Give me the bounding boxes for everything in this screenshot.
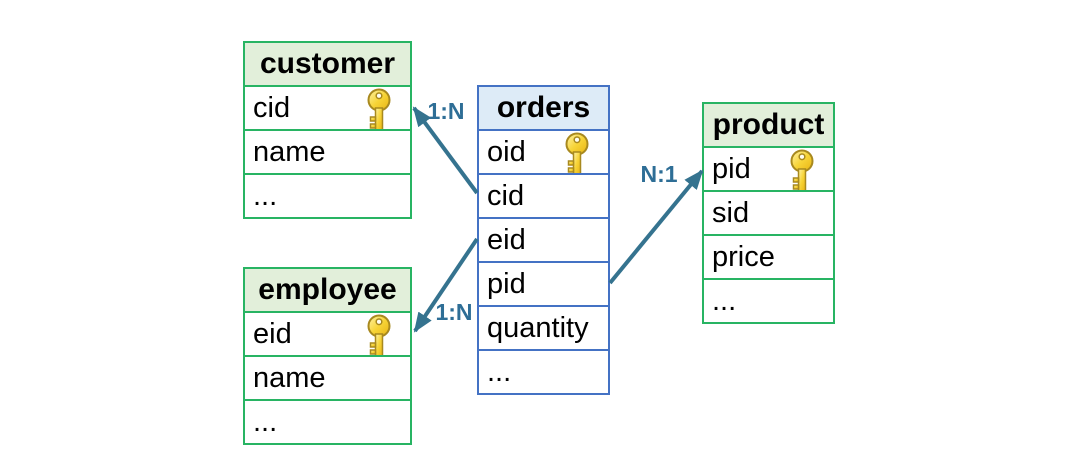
table-title: customer xyxy=(259,47,396,80)
field-name: pid xyxy=(487,267,526,300)
field-name: cid xyxy=(487,179,525,212)
field-row-orders-pid: pid xyxy=(477,261,610,307)
field-name: sid xyxy=(712,196,750,229)
field-name: eid xyxy=(253,317,292,350)
field-row-customer-cid: cid xyxy=(243,85,412,131)
field-row-orders-oid: oid xyxy=(477,129,610,175)
key-icon xyxy=(790,149,814,192)
field-name: ... xyxy=(253,405,278,438)
field-row-orders-eid: eid xyxy=(477,217,610,263)
field-name: name xyxy=(253,361,326,394)
key-icon xyxy=(565,132,589,175)
field-row-product-pid: pid xyxy=(702,146,835,192)
field-name: oid xyxy=(487,135,526,168)
table-customer: customer cid name ... xyxy=(243,41,412,219)
field-name: pid xyxy=(712,152,751,185)
table-customer-header: customer xyxy=(243,41,412,87)
field-name: ... xyxy=(253,179,278,212)
field-row-employee-more: ... xyxy=(243,399,412,445)
field-row-orders-more: ... xyxy=(477,349,610,395)
field-row-orders-quantity: quantity xyxy=(477,305,610,351)
field-row-orders-cid: cid xyxy=(477,173,610,219)
relationship-label-product: N:1 xyxy=(640,161,678,187)
field-name: name xyxy=(253,135,326,168)
field-name: ... xyxy=(712,284,737,317)
table-employee-header: employee xyxy=(243,267,412,313)
field-row-product-more: ... xyxy=(702,278,835,324)
table-product-header: product xyxy=(702,102,835,148)
field-name: eid xyxy=(487,223,526,256)
relationship-label-customer: 1:N xyxy=(427,98,465,124)
field-row-customer-more: ... xyxy=(243,173,412,219)
relationship-label-employee: 1:N xyxy=(435,299,473,325)
key-icon xyxy=(367,88,391,131)
key-icon xyxy=(367,314,391,357)
table-employee: employee eid name ... xyxy=(243,267,412,445)
table-title: orders xyxy=(496,91,591,124)
field-row-product-price: price xyxy=(702,234,835,280)
table-product: product pid sid price ... xyxy=(702,102,835,324)
table-title: employee xyxy=(258,273,397,306)
table-title: product xyxy=(712,108,825,141)
field-name: ... xyxy=(487,355,512,388)
field-name: price xyxy=(712,240,775,273)
field-row-employee-eid: eid xyxy=(243,311,412,357)
field-row-customer-name: name xyxy=(243,129,412,175)
field-name: cid xyxy=(253,91,291,124)
table-orders: orders oid cid eid pid quantity ... xyxy=(477,85,610,395)
field-name: quantity xyxy=(487,311,589,344)
field-row-product-sid: sid xyxy=(702,190,835,236)
table-orders-header: orders xyxy=(477,85,610,131)
field-row-employee-name: name xyxy=(243,355,412,401)
